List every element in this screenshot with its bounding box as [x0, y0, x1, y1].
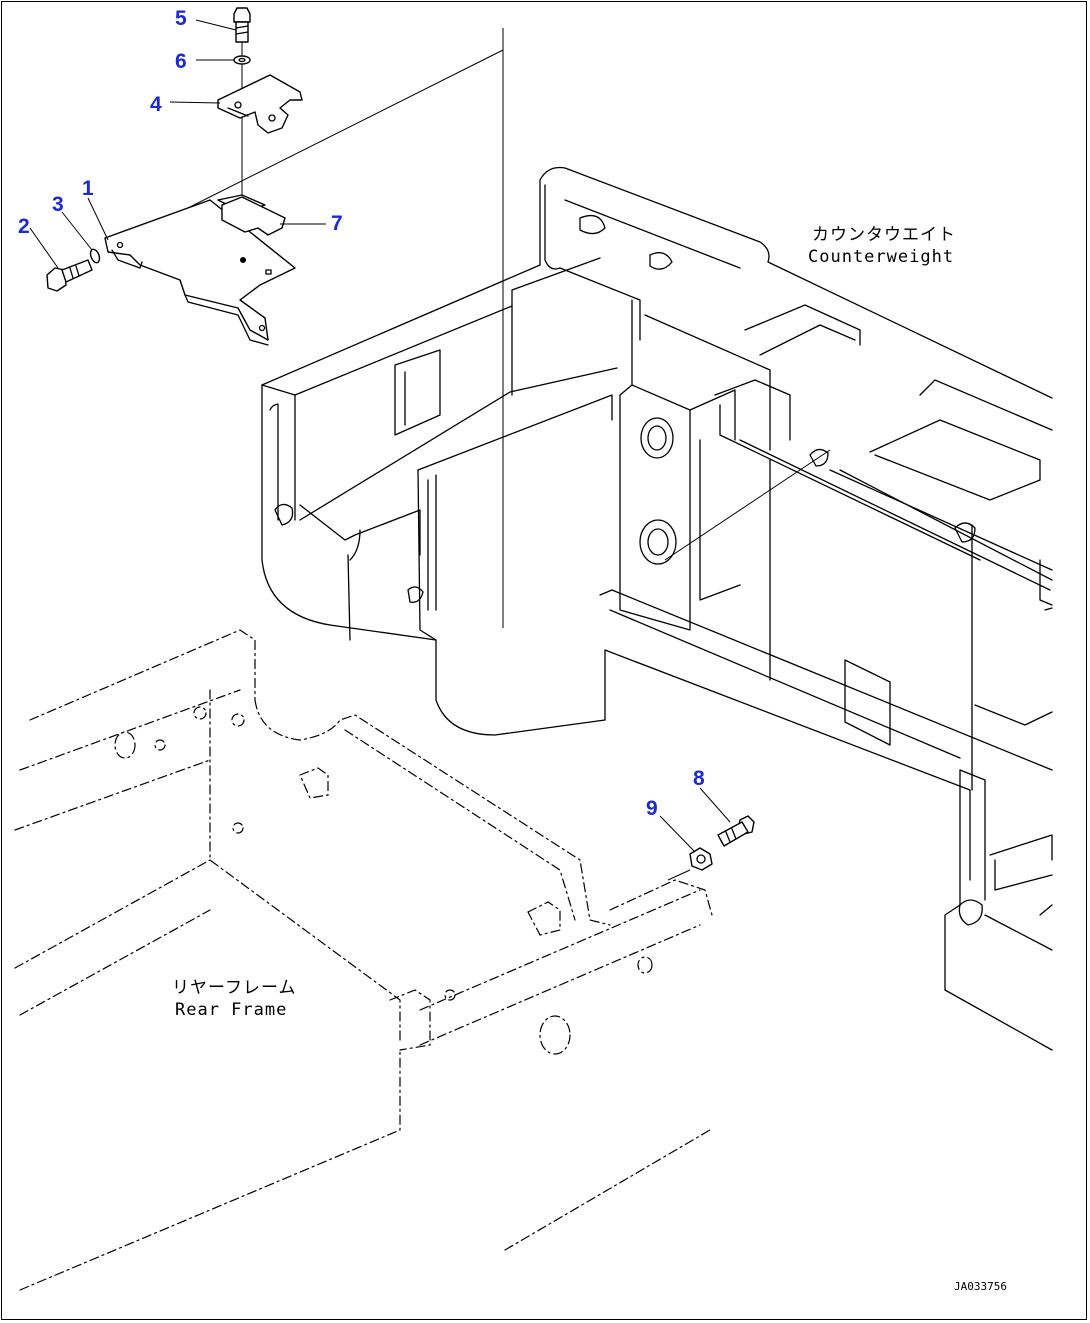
callout-4: 4: [150, 93, 162, 116]
counterweight-body: [261, 166, 1053, 1051]
plate-part-7: [221, 196, 286, 236]
callout-8: 8: [693, 767, 705, 790]
counterweight-label-jp: カウンタウエイト: [812, 225, 956, 246]
nut-part-9: [689, 847, 713, 871]
callout-3: 3: [52, 193, 64, 216]
clamp-part-4: [217, 74, 303, 134]
callout-9: 9: [646, 797, 658, 820]
callout-5: 5: [175, 7, 187, 30]
leader-lines: [29, 19, 731, 853]
assembly-lines: [159, 28, 831, 881]
bolt-part-5: [233, 7, 251, 43]
callout-6: 6: [175, 50, 187, 73]
rear-frame-label-en: Rear Frame: [175, 1000, 288, 1021]
washer-part-3: [89, 248, 101, 264]
bolt-part-2: [46, 259, 93, 292]
bolt-part-8: [717, 815, 755, 847]
callout-2: 2: [18, 215, 30, 238]
rear-frame: [14, 629, 713, 1291]
washer-part-6: [233, 55, 251, 65]
drawing-code: JA033756: [954, 1280, 1007, 1293]
callout-1: 1: [82, 177, 94, 200]
rear-frame-label-jp: リヤーフレーム: [172, 978, 297, 999]
counterweight-label-en: Counterweight: [808, 247, 955, 268]
callout-7: 7: [331, 212, 343, 235]
